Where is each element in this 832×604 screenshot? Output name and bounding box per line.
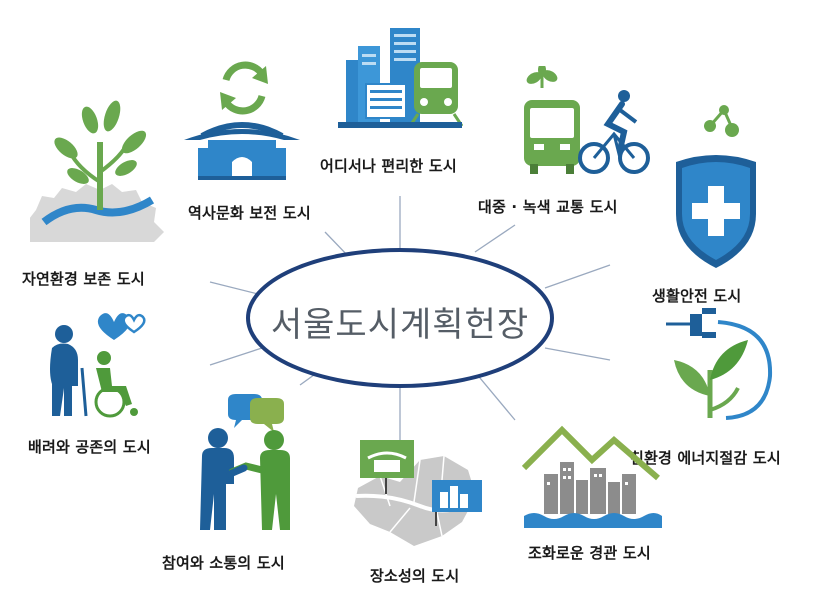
label-convenient: 어디서나 편리한 도시 xyxy=(320,157,457,175)
line-consideration xyxy=(209,347,263,366)
line-energy xyxy=(544,347,611,361)
plant-gear-icon xyxy=(30,100,164,242)
line-safety xyxy=(544,264,611,289)
elderly-wheelchair-icon xyxy=(50,313,146,418)
people-handshake-icon xyxy=(200,394,290,530)
line-nature xyxy=(209,281,263,296)
label-transport: 대중 · 녹색 교통 도시 xyxy=(478,198,618,216)
bus-bicycle-icon xyxy=(524,66,650,174)
center-title: 서울도시계획헌장 xyxy=(270,305,530,345)
shield-cross-icon xyxy=(676,105,756,268)
seoul-map-icon xyxy=(354,440,482,546)
label-safety: 생활안전 도시 xyxy=(652,287,742,305)
city-train-icon xyxy=(338,28,463,128)
line-landscape xyxy=(474,371,516,421)
label-heritage: 역사문화 보전 도시 xyxy=(188,204,311,222)
mountain-buildings-icon xyxy=(522,425,662,528)
label-landscape: 조화로운 경관 도시 xyxy=(528,544,651,562)
label-energy: 친환경 에너지절감 도시 xyxy=(630,449,781,467)
palace-gate-icon xyxy=(184,61,300,180)
center-ellipse xyxy=(246,248,554,388)
line-transport xyxy=(474,224,516,253)
label-nature: 자연환경 보존 도시 xyxy=(22,270,145,288)
label-consideration: 배려와 공존의 도시 xyxy=(28,438,151,456)
plug-sprout-icon xyxy=(666,308,773,420)
label-communication: 참여와 소통의 도시 xyxy=(162,554,285,572)
label-place: 장소성의 도시 xyxy=(370,567,460,585)
